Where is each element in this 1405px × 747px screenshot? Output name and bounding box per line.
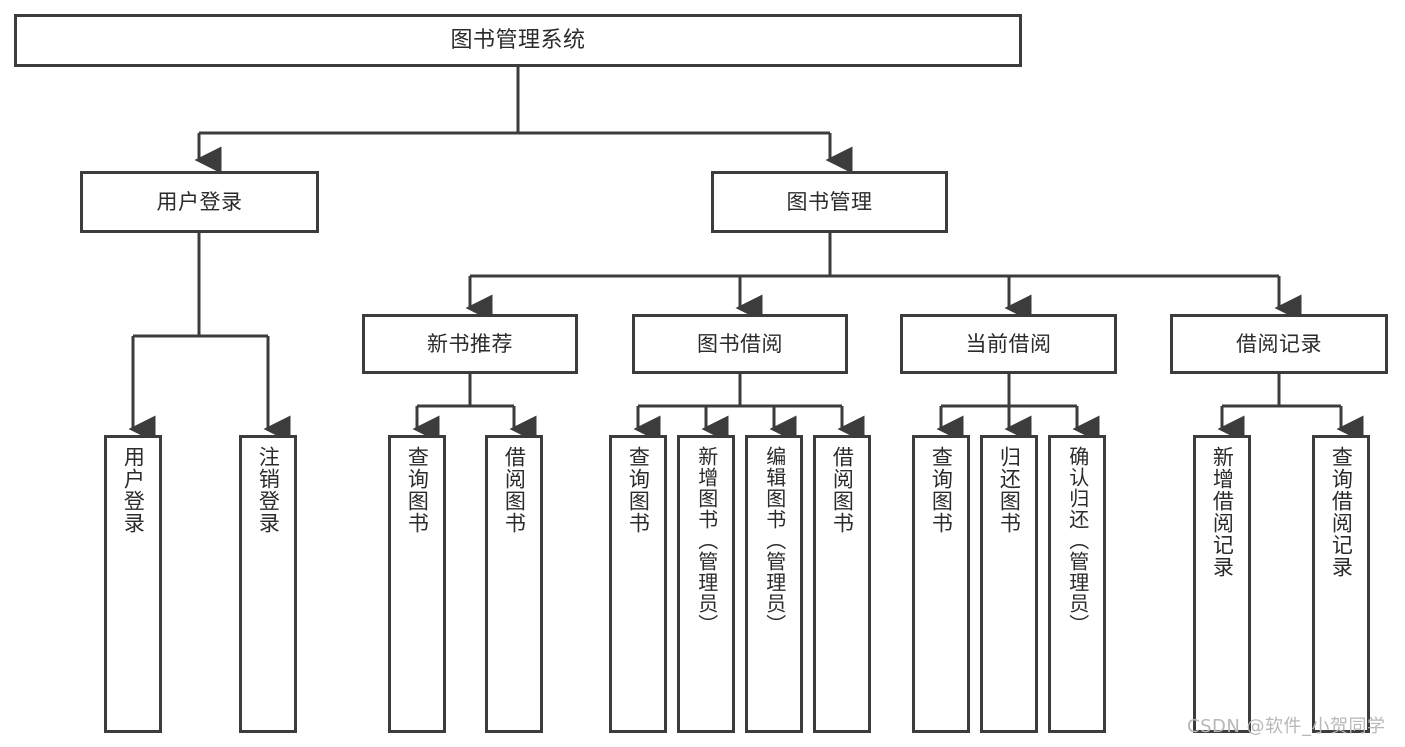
- node-label: 当前借阅: [965, 331, 1052, 356]
- leaf-current-borrow-return[interactable]: 归还图书: [980, 435, 1038, 733]
- leaf-user-login-logout[interactable]: 注销登录: [239, 435, 297, 733]
- leaf-book-borrow-query[interactable]: 查询图书: [609, 435, 667, 733]
- node-label: 借阅图书: [830, 446, 855, 534]
- watermark: CSDN @软件_小贺同学: [1187, 716, 1386, 737]
- leaf-borrow-record-query[interactable]: 查询借阅记录: [1312, 435, 1370, 733]
- leaf-book-borrow-edit-book-admin[interactable]: 编辑图书（管理员）: [745, 435, 803, 733]
- node-book-management[interactable]: 图书管理: [711, 171, 948, 233]
- leaf-new-book-query[interactable]: 查询图书: [388, 435, 446, 733]
- leaf-current-borrow-query[interactable]: 查询图书: [912, 435, 970, 733]
- node-label: 编辑图书（管理员）: [762, 446, 787, 635]
- node-label: 图书管理: [786, 189, 873, 214]
- leaf-book-borrow-add-book-admin[interactable]: 新增图书（管理员）: [677, 435, 735, 733]
- node-root-book-management-system[interactable]: 图书管理系统: [14, 14, 1022, 67]
- node-label: 新增图书（管理员）: [694, 446, 719, 635]
- node-label: 查询借阅记录: [1329, 446, 1354, 578]
- node-label: 新增借阅记录: [1210, 446, 1235, 578]
- node-label: 图书管理系统: [450, 27, 586, 53]
- node-book-borrow[interactable]: 图书借阅: [632, 314, 848, 374]
- node-label: 归还图书: [997, 446, 1022, 534]
- node-label: 新书推荐: [427, 331, 513, 356]
- node-label: 用户登录: [156, 189, 243, 214]
- node-label: 借阅记录: [1236, 331, 1322, 356]
- leaf-current-borrow-confirm-return-admin[interactable]: 确认归还（管理员）: [1048, 435, 1106, 733]
- node-label: 用户登录: [121, 446, 146, 534]
- node-label: 图书借阅: [697, 331, 783, 356]
- node-label: 确认归还（管理员）: [1065, 446, 1090, 635]
- node-label: 查询图书: [626, 446, 651, 534]
- node-label: 注销登录: [256, 446, 281, 534]
- node-borrow-record[interactable]: 借阅记录: [1170, 314, 1388, 374]
- node-current-borrow[interactable]: 当前借阅: [900, 314, 1117, 374]
- leaf-new-book-borrow[interactable]: 借阅图书: [485, 435, 543, 733]
- node-label: 查询图书: [929, 446, 954, 534]
- leaf-borrow-record-add[interactable]: 新增借阅记录: [1193, 435, 1251, 733]
- leaf-user-login-login[interactable]: 用户登录: [104, 435, 162, 733]
- node-user-login[interactable]: 用户登录: [80, 171, 319, 233]
- node-new-book-recommend[interactable]: 新书推荐: [362, 314, 578, 374]
- node-label: 查询图书: [405, 446, 430, 534]
- node-label: 借阅图书: [502, 446, 527, 534]
- leaf-book-borrow-borrow-book[interactable]: 借阅图书: [813, 435, 871, 733]
